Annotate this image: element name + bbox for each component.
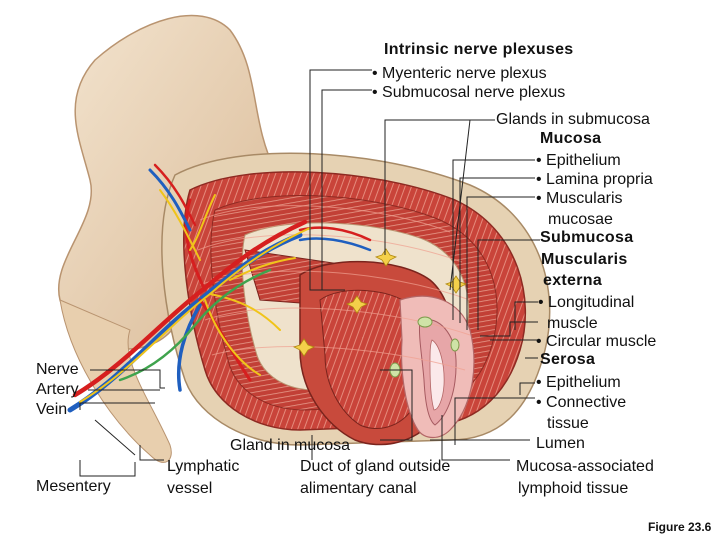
label-longitudinal-muscle-line1: • Longitudinal (538, 294, 635, 311)
label-epithelium-mucosa: • Epithelium (536, 152, 621, 169)
label-connective-tissue-line2: tissue (547, 415, 589, 432)
lymphatic-vessel (118, 268, 272, 382)
lumen (429, 339, 445, 411)
label-connective-tissue-line1: • Connective (536, 394, 627, 411)
label-mucosa: Mucosa (540, 130, 602, 147)
diagram-title: Intrinsic nerve plexuses (384, 41, 574, 58)
label-submucosa: Submucosa (540, 229, 634, 246)
label-epithelium-serosa: • Epithelium (536, 374, 621, 391)
label-mesentery: Mesentery (36, 478, 111, 495)
label-circular-muscle: • Circular muscle (536, 333, 657, 350)
label-longitudinal-muscle-line2: muscle (547, 315, 598, 332)
label-artery: Artery (36, 381, 79, 398)
label-submucosal-plexus: • Submucosal nerve plexus (372, 84, 566, 101)
label-malt-line1: Mucosa-associated (516, 458, 654, 475)
label-myenteric-plexus: • Myenteric nerve plexus (372, 65, 547, 82)
label-muscularis-externa-line2: externa (543, 272, 603, 289)
label-duct-line2: alimentary canal (300, 480, 417, 497)
label-vein: Vein (36, 401, 68, 418)
figure-number: Figure 23.6 (648, 520, 712, 534)
label-muscularis-mucosae-line1: • Muscularis (536, 190, 623, 207)
label-serosa: Serosa (540, 351, 596, 368)
label-duct-line1: Duct of gland outside (300, 458, 451, 475)
label-muscularis-externa-line1: Muscularis (541, 251, 628, 268)
label-lymphatic-vessel-line2: vessel (167, 480, 213, 497)
label-lamina-propria: • Lamina propria (536, 171, 653, 188)
label-glands-submucosa: Glands in submucosa (496, 111, 650, 128)
leader-lines (79, 69, 540, 477)
label-lymphatic-vessel-line1: Lymphatic (167, 458, 240, 475)
label-nerve: Nerve (36, 361, 79, 378)
label-lumen: Lumen (536, 435, 585, 452)
label-muscularis-mucosae-line2: mucosae (548, 211, 613, 228)
label-malt-line2: lymphoid tissue (518, 480, 629, 497)
label-gland-in-mucosa: Gland in mucosa (230, 437, 351, 454)
